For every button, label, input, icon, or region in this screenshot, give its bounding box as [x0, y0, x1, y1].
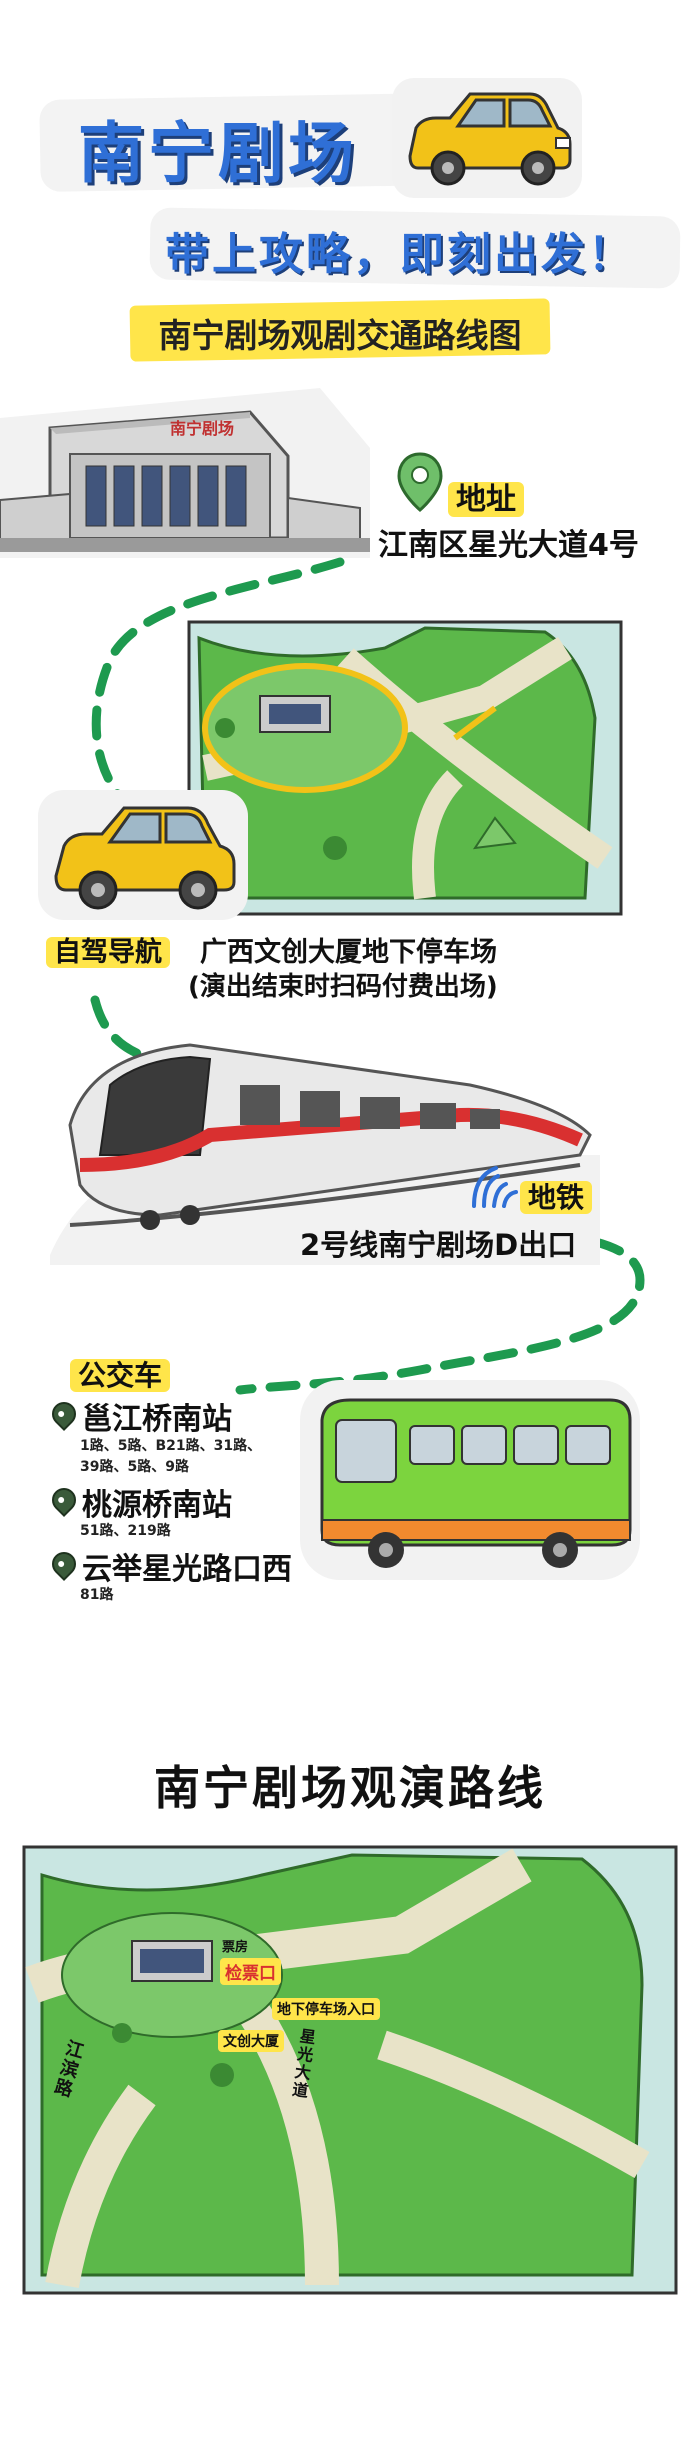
bus-stop-name: 云举星光路口西 [82, 1552, 292, 1587]
metro-label: 地铁 [520, 1176, 593, 1216]
theater-building-illustration: 南宁剧场 [0, 388, 370, 558]
self-drive-label: 自驾导航 [46, 930, 170, 969]
metro-train-illustration [50, 1043, 600, 1265]
bus-stop-lines: 51路、219路 [80, 1523, 171, 1539]
address-label: 地址 [448, 474, 524, 518]
bus-stop-lines: 1路、5路、B21路、31路、39路、5路、9路 [80, 1438, 262, 1475]
address-value: 江南区星光大道4号 [378, 528, 639, 563]
map-pin-icon [47, 1547, 81, 1581]
map-label-checkin: 检票口 [220, 1958, 281, 1985]
page-subtitle: 带上攻略，即刻出发！ [165, 229, 635, 280]
bus-label: 公交车 [70, 1354, 171, 1394]
metro-value: 2号线南宁剧场D出口 [300, 1228, 577, 1262]
self-drive-line2: (演出结束时扫码付费出场) [188, 972, 498, 1002]
bus-stop-lines: 81路 [80, 1587, 114, 1603]
page-title: 南宁剧场 [78, 115, 358, 192]
title-banner: 南宁剧场观剧交通路线图 [158, 316, 522, 355]
car-icon [38, 790, 248, 920]
map-pin-icon [47, 1483, 81, 1517]
self-drive-line1: 广西文创大厦地下停车场 [200, 937, 497, 968]
bus-stop-name: 桃源桥南站 [82, 1488, 232, 1523]
map-label-tower: 文创大厦 [218, 2030, 284, 2052]
location-pin-icon [397, 452, 443, 512]
route-map [22, 1845, 678, 2295]
parking-area-map [187, 620, 623, 916]
map-label-parking: 地下停车场入口 [272, 1998, 380, 2020]
route-map-title: 南宁剧场观演路线 [154, 1761, 546, 1815]
car-icon [392, 78, 582, 198]
metro-logo-icon [472, 1166, 518, 1208]
map-label-ticket: 票房 [222, 1940, 249, 1955]
building-sign: 南宁剧场 [170, 419, 234, 438]
bus-illustration [300, 1380, 640, 1580]
bus-stop-name: 邕江桥南站 [82, 1402, 232, 1437]
